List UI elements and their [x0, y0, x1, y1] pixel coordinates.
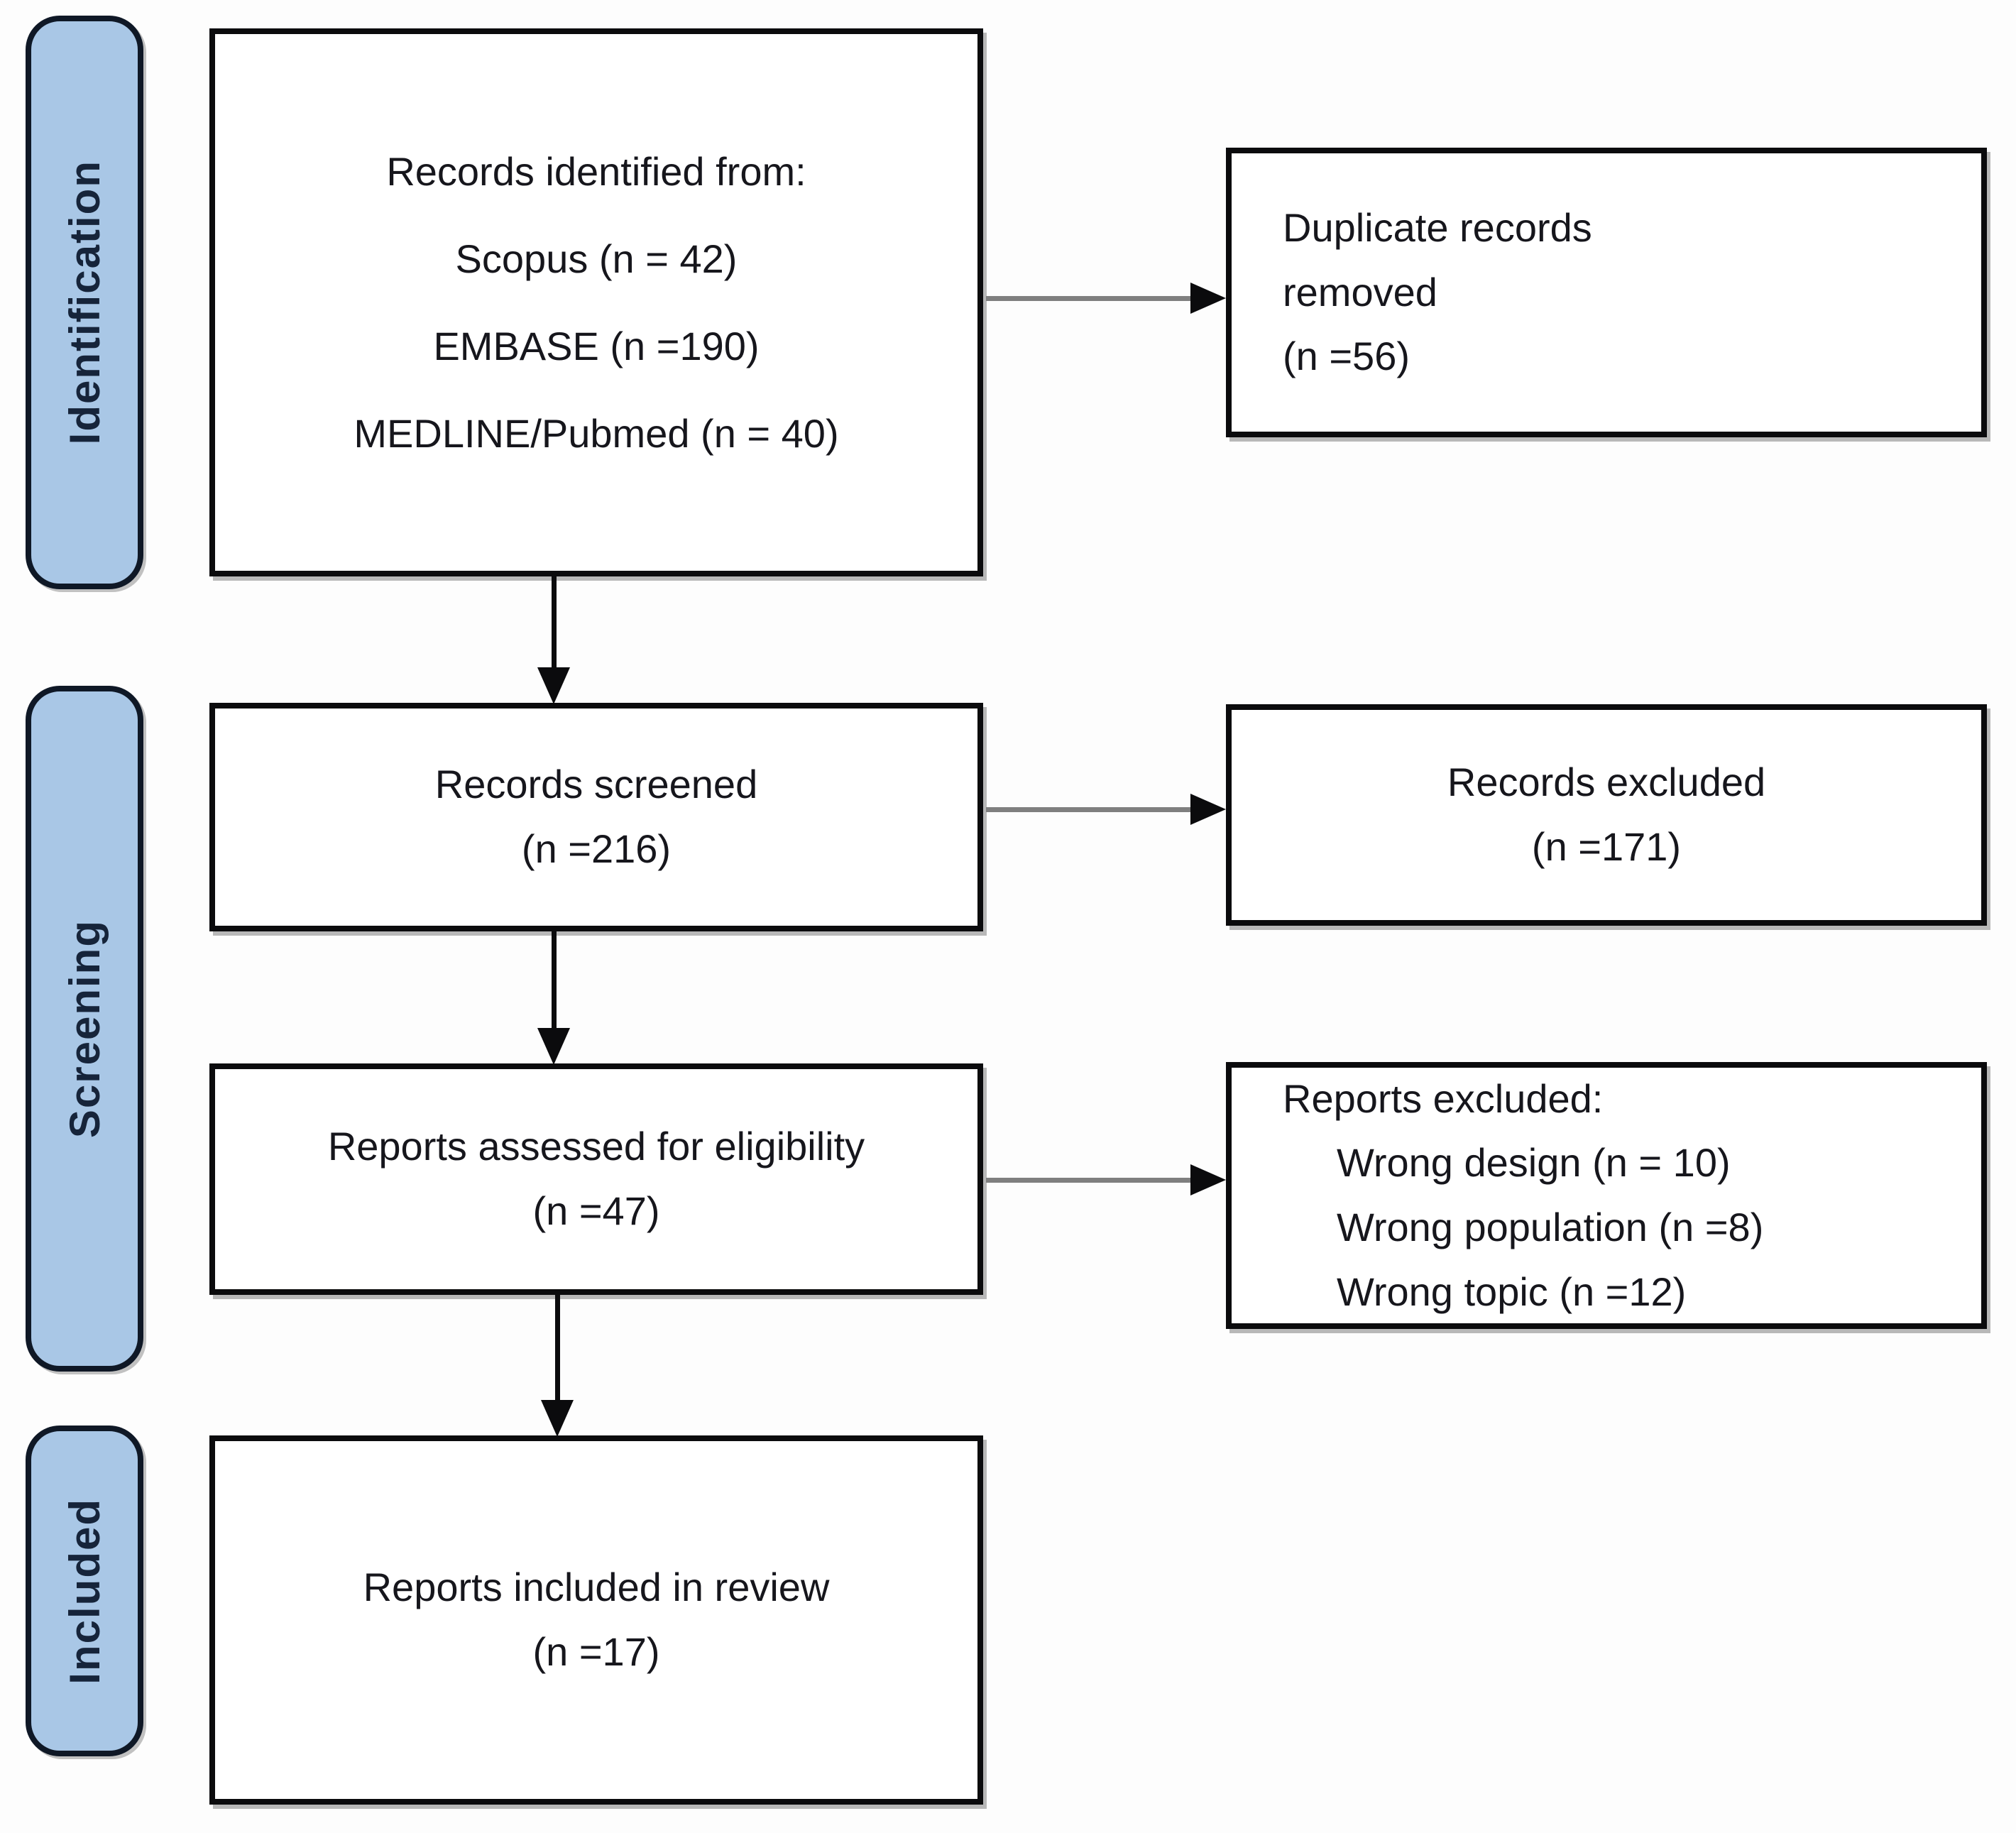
stage-pill-identification: Identification — [26, 16, 143, 589]
arrow-screened-to-assessed — [537, 931, 570, 1065]
stage-label-included: Included — [60, 1497, 109, 1685]
arrow-right-head-icon — [1190, 283, 1226, 314]
reports-excluded-title: Reports excluded: — [1283, 1076, 1604, 1121]
arrow-shaft — [552, 931, 557, 1032]
stage-pill-screening: Screening — [26, 686, 143, 1372]
duplicates-line-2: removed — [1283, 269, 1437, 314]
arrow-shaft — [555, 1295, 560, 1404]
box-reports-excluded: Reports excluded: Wrong design (n = 10) … — [1226, 1062, 1987, 1329]
included-title: Reports included in review — [363, 1565, 830, 1610]
records-identified-embase: EMBASE (n =190) — [433, 324, 760, 368]
arrow-identified-to-duplicates — [986, 283, 1226, 314]
records-identified-medline: MEDLINE/Pubmed (n = 40) — [354, 411, 839, 456]
arrow-right-head-icon — [1190, 1164, 1226, 1195]
records-excluded-count: (n =171) — [1531, 824, 1682, 869]
arrow-shaft — [552, 576, 557, 672]
screened-title: Records screened — [434, 762, 758, 807]
duplicates-count: (n =56) — [1283, 334, 1410, 379]
stage-label-screening: Screening — [60, 919, 109, 1139]
reports-excluded-wrong-topic: Wrong topic (n =12) — [1337, 1269, 1687, 1314]
duplicates-line-1: Duplicate records — [1283, 204, 1592, 250]
arrow-assessed-to-included — [541, 1295, 574, 1437]
reports-excluded-wrong-design: Wrong design (n = 10) — [1337, 1140, 1731, 1186]
records-identified-scopus: Scopus (n = 42) — [455, 236, 738, 281]
box-reports-assessed: Reports assessed for eligibility (n =47) — [209, 1063, 983, 1295]
box-records-screened: Records screened (n =216) — [209, 703, 983, 931]
box-reports-included: Reports included in review (n =17) — [209, 1435, 983, 1805]
box-duplicate-records-removed: Duplicate records removed (n =56) — [1226, 148, 1987, 437]
arrow-screened-to-excluded — [986, 794, 1226, 825]
records-excluded-title: Records excluded — [1447, 760, 1766, 805]
arrow-shaft — [986, 296, 1195, 301]
screened-count: (n =216) — [521, 826, 672, 871]
arrow-identified-to-screened — [537, 576, 570, 704]
arrow-assessed-to-excluded-reports — [986, 1164, 1226, 1195]
arrow-down-head-icon — [537, 667, 570, 704]
assessed-title: Reports assessed for eligibility — [327, 1124, 865, 1169]
included-count: (n =17) — [532, 1629, 660, 1674]
assessed-count: (n =47) — [532, 1188, 660, 1233]
arrow-right-head-icon — [1190, 794, 1226, 825]
arrow-down-head-icon — [537, 1028, 570, 1065]
reports-excluded-wrong-population: Wrong population (n =8) — [1337, 1205, 1764, 1249]
stage-label-identification: Identification — [60, 160, 109, 445]
arrow-down-head-icon — [541, 1400, 574, 1437]
records-identified-title: Records identified from: — [386, 148, 806, 194]
box-records-identified: Records identified from: Scopus (n = 42)… — [209, 28, 983, 576]
stage-pill-included: Included — [26, 1426, 143, 1756]
arrow-shaft — [986, 807, 1195, 812]
box-records-excluded: Records excluded (n =171) — [1226, 704, 1987, 926]
arrow-shaft — [986, 1178, 1195, 1183]
